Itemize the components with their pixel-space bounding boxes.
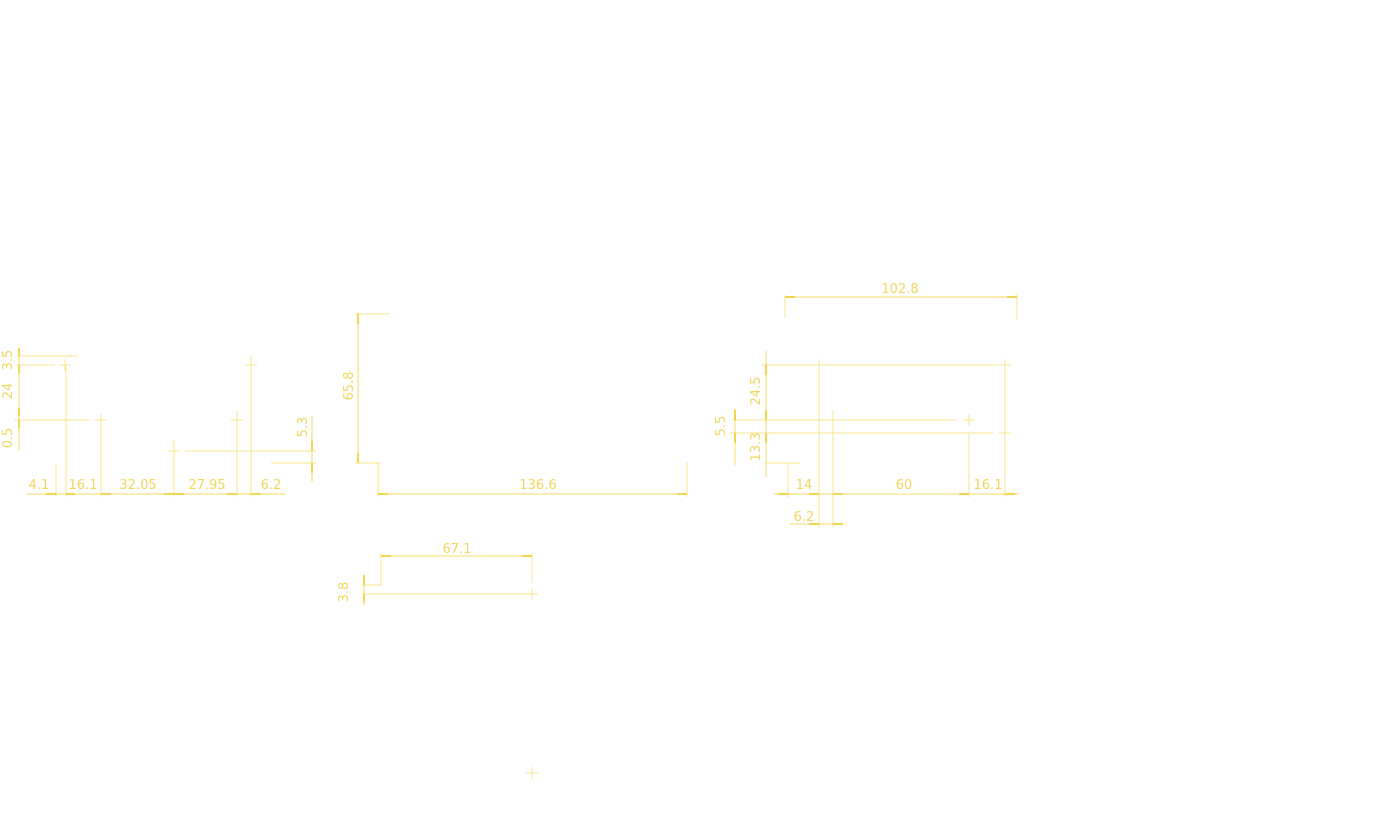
dim-24.5: 24.5 [749,377,764,406]
dim-27.95: 27.95 [188,478,225,493]
dim-6.2-right: 6.2 [794,510,815,525]
dim-16.1-right: 16.1 [974,478,1003,493]
dim-65.8: 65.8 [342,372,357,401]
dim-14: 14 [796,478,813,493]
dim-67.1: 67.1 [443,542,472,557]
dim-13.3: 13.3 [749,433,764,462]
dim-60: 60 [896,478,913,493]
left-dimension-group: 3.5 24 0.5 4.1 16.1 32.05 27.95 6.2 5.3 [1,348,316,497]
dim-16.1: 16.1 [69,478,98,493]
dim-0.5: 0.5 [1,428,16,449]
dim-3.5: 3.5 [1,350,16,371]
dim-102.8: 102.8 [881,282,918,297]
dim-6.2: 6.2 [261,478,282,493]
dim-3.8: 3.8 [337,582,352,603]
dim-136.6: 136.6 [519,478,556,493]
middle-dimension-group: 65.8 136.6 67.1 3.8 [337,313,688,780]
dim-5.3: 5.3 [296,417,311,438]
dim-32.05: 32.05 [119,478,156,493]
right-dimension-group: 102.8 24.5 13.3 5.5 14 60 16.1 6.2 [714,282,1019,527]
dim-5.5: 5.5 [714,416,729,437]
dim-24: 24 [1,383,16,400]
dim-4.1: 4.1 [29,478,50,493]
